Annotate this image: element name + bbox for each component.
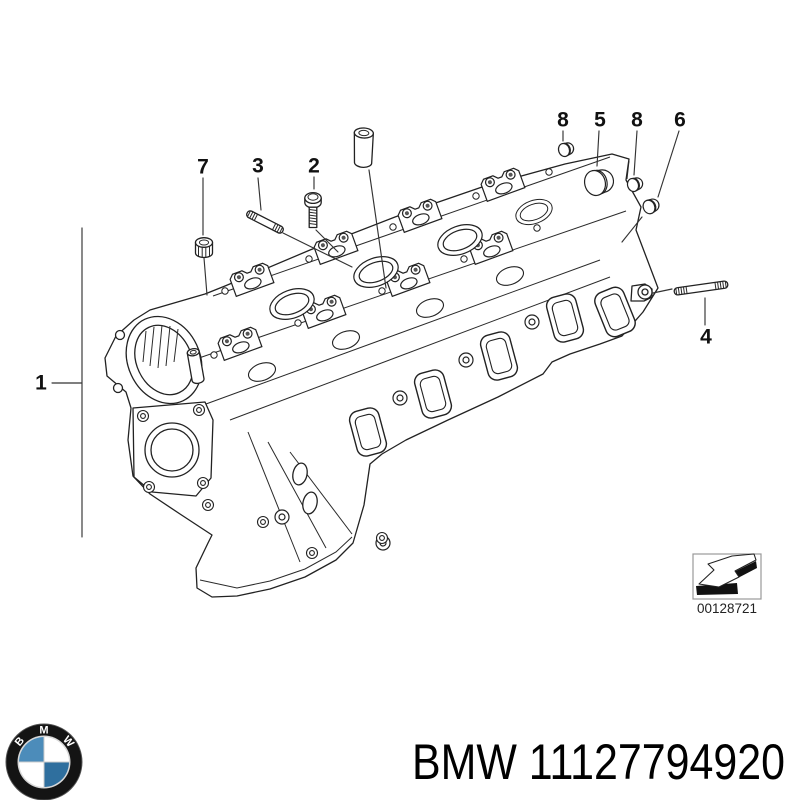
leader-2 — [313, 176, 339, 253]
loose-parts — [194, 127, 729, 296]
leader-guide-tube — [368, 169, 387, 289]
callout-7[interactable]: 7 — [197, 155, 209, 179]
callout-6[interactable]: 6 — [674, 108, 686, 132]
leader-7 — [202, 177, 208, 296]
part-4-stud — [673, 280, 729, 296]
bmw-logo: B M W — [5, 723, 83, 800]
callout-5[interactable]: 5 — [594, 108, 606, 132]
stamp-arrow-icon — [696, 553, 757, 595]
footer: B M W BMW 11127794920 — [5, 723, 785, 800]
logo-letter-m: M — [39, 725, 48, 737]
callout-4[interactable]: 4 — [700, 325, 712, 349]
leader-5 — [596, 130, 600, 167]
part-7-seal — [194, 237, 214, 259]
timing-flange — [112, 315, 205, 405]
flange-hatching — [142, 324, 179, 369]
leader-6 — [621, 130, 680, 243]
leader-4 — [652, 288, 706, 326]
flange-dowel-pin — [186, 347, 205, 385]
mounting-bracket — [199, 431, 391, 589]
engine-cylinder-head-drawing — [104, 153, 659, 598]
stamp: 00128721 — [692, 553, 762, 616]
stud-boss — [630, 283, 653, 302]
part-3-stud — [246, 210, 284, 234]
bolt-holes — [210, 168, 553, 359]
callout-3[interactable]: 3 — [252, 154, 264, 178]
engine-outline — [104, 153, 659, 598]
leader-3 — [257, 177, 353, 268]
leader-8b — [633, 130, 638, 176]
part-2-bolt — [304, 191, 322, 229]
stamp-code: 00128721 — [697, 601, 757, 616]
callout-1[interactable]: 1 — [35, 371, 47, 395]
water-pump-flange — [132, 401, 214, 497]
part-number-text: BMW 11127794920 — [412, 734, 785, 790]
leader-lines — [51, 130, 706, 538]
bracket-line-1 — [51, 227, 83, 538]
valve-guide-tube — [353, 127, 374, 168]
callout-8b[interactable]: 8 — [631, 108, 643, 132]
callout-8a[interactable]: 8 — [557, 108, 569, 132]
callout-2[interactable]: 2 — [308, 154, 320, 178]
part-6-cap — [640, 196, 662, 217]
part-8a-cap — [556, 140, 576, 159]
